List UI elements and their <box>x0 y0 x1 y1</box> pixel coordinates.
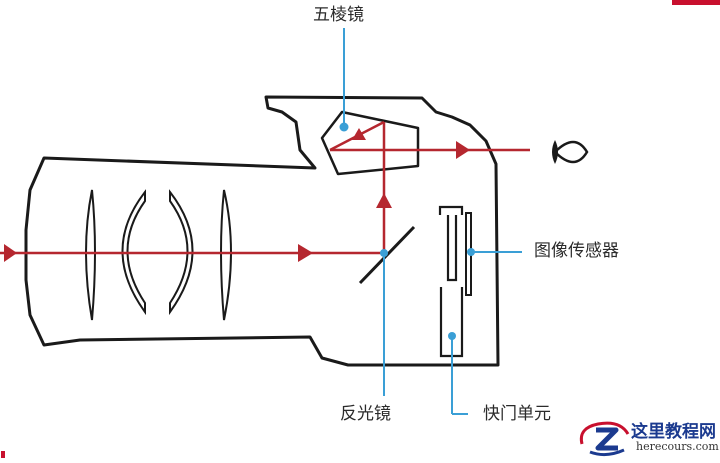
arrow-entry <box>4 244 17 262</box>
label-reflex-mirror: 反光镜 <box>340 404 391 424</box>
arrow-up <box>376 193 392 208</box>
accent-bar <box>672 0 720 5</box>
lens-element-1 <box>85 189 96 321</box>
pentaprism-shape <box>320 110 420 176</box>
eye-icon <box>553 140 589 164</box>
lens-element-2 <box>121 189 146 316</box>
watermark-url[interactable]: herecours.com <box>636 440 719 453</box>
lens-element-3 <box>169 189 194 316</box>
arrow-eyepiece <box>456 141 470 159</box>
watermark-logo-icon <box>579 421 630 457</box>
light-path <box>0 120 530 255</box>
callout-lines <box>343 28 522 415</box>
eye-pupil <box>552 140 558 164</box>
camera-body-outline <box>24 95 500 367</box>
lens-element-4 <box>220 189 232 321</box>
label-shutter-unit: 快门单元 <box>483 404 551 424</box>
arrow-prism <box>352 128 366 140</box>
corner-mark <box>1 451 5 458</box>
watermark-title: 这里教程网 <box>631 422 716 442</box>
label-image-sensor: 图像传感器 <box>534 241 619 261</box>
arrow-lens <box>298 244 313 262</box>
label-pentaprism: 五棱镜 <box>313 5 364 25</box>
shutter-blade <box>446 215 458 282</box>
light-path-arrows <box>4 128 470 262</box>
shutter-top-bracket <box>438 205 464 215</box>
callout-dots <box>339 122 475 340</box>
watermark: 这里教程网 herecours.com <box>576 414 720 459</box>
